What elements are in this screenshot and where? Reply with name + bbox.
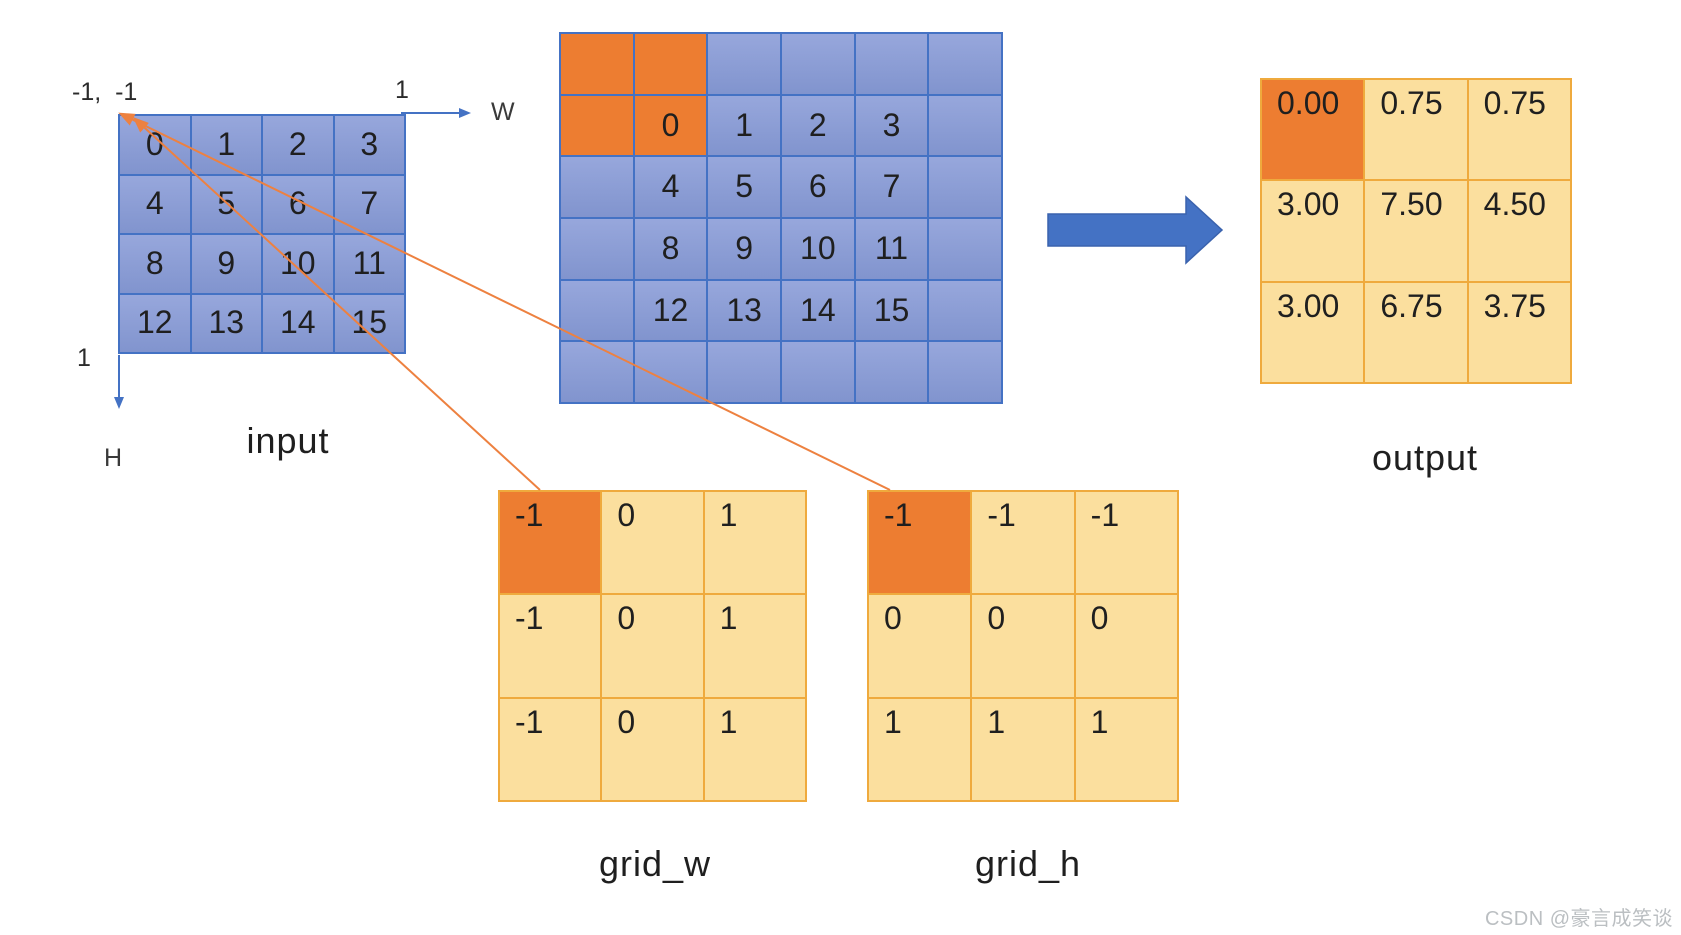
output-grid-cell: 7.50 [1364, 180, 1468, 282]
input-grid-cell: 3 [333, 115, 405, 175]
padded-grid-cell: 9 [707, 218, 781, 280]
input-grid-cell: 9 [190, 234, 262, 294]
axis-h-label: H [104, 444, 123, 472]
padded-grid-cell: 3 [854, 94, 929, 157]
padded-grid-cell [928, 94, 1002, 157]
padded-grid-cell [707, 33, 781, 95]
padded-grid-cell [780, 33, 855, 95]
padded-grid-cell [560, 341, 634, 403]
input-grid-cell: 6 [262, 174, 334, 234]
input-grid-cell: 7 [333, 174, 405, 234]
padded-grid-cell [633, 341, 708, 403]
grid-h-cell: -1 [1074, 491, 1178, 595]
padded-grid-cell: 14 [780, 279, 855, 342]
input-grid-cell: 0 [119, 115, 191, 175]
padded-grid-cell: 10 [780, 218, 855, 280]
input-grid-cell: 4 [119, 174, 191, 234]
padded-grid-cell [560, 94, 634, 157]
padded-grid-cell: 1 [707, 94, 781, 157]
padded-grid-cell: 12 [633, 279, 708, 342]
axis-w-max-label: 1 [395, 76, 409, 104]
padded-grid-cell [854, 33, 929, 95]
output-grid-cell: 3.75 [1467, 281, 1571, 383]
grid-h-label: grid_h [974, 843, 1082, 884]
grid-h-cell: 1 [868, 697, 972, 801]
input-grid-cell: 11 [333, 234, 405, 294]
grid-h-cell: 0 [868, 594, 972, 698]
input-grid-cell: 5 [190, 174, 262, 234]
padded-grid-cell: 8 [633, 218, 708, 280]
grid-h-cell: -1 [868, 491, 972, 595]
padded-grid-cell [928, 218, 1002, 280]
padded-grid-cell [707, 341, 781, 403]
output-label: output [1371, 437, 1479, 478]
output-grid-cell: 4.50 [1467, 180, 1571, 282]
padded-grid-cell [928, 341, 1002, 403]
axis-w-label: W [491, 98, 515, 126]
grid-w-cell: 0 [601, 491, 704, 595]
transform-arrow-icon [1047, 195, 1224, 265]
grid-w-cell: -1 [499, 491, 602, 595]
output-grid-cell: 0.00 [1261, 79, 1365, 181]
padded-grid-cell [560, 33, 634, 95]
grid-w-label: grid_w [598, 843, 712, 884]
grid-w-cell: -1 [499, 697, 602, 801]
input-grid-cell: 14 [262, 293, 334, 353]
padded-grid-cell [633, 33, 708, 95]
padded-grid-cell [560, 279, 634, 342]
axis-origin-label: -1, -1 [72, 78, 138, 106]
output-grid-cell: 3.00 [1261, 281, 1365, 383]
padded-grid-cell [928, 279, 1002, 342]
input-grid-cell: 8 [119, 234, 191, 294]
padded-grid-cell: 0 [633, 94, 708, 157]
grid-w-cell: 1 [703, 594, 806, 698]
input-grid-cell: 15 [333, 293, 405, 353]
padded-grid-cell [560, 218, 634, 280]
grid-w-cell: -1 [499, 594, 602, 698]
input-grid-cell: 13 [190, 293, 262, 353]
grid-h-cell: 1 [971, 697, 1075, 801]
input-grid-cell: 12 [119, 293, 191, 353]
input-grid-cell: 1 [190, 115, 262, 175]
grid-w-cell: 1 [703, 491, 806, 595]
padded-grid-cell [928, 33, 1002, 95]
output-grid-cell: 6.75 [1364, 281, 1468, 383]
padded-grid-cell: 6 [780, 156, 855, 218]
watermark: CSDN @豪言成笑谈 [1484, 908, 1673, 930]
padded-grid-cell: 7 [854, 156, 929, 218]
grid-h-cell: 0 [971, 594, 1075, 698]
padded-grid-cell [854, 341, 929, 403]
output-grid-cell: 0.75 [1364, 79, 1468, 181]
padded-grid-cell: 15 [854, 279, 929, 342]
grid-h-cell: 1 [1074, 697, 1178, 801]
input-grid-cell: 2 [262, 115, 334, 175]
padded-grid-cell [780, 341, 855, 403]
output-grid-cell: 3.00 [1261, 180, 1365, 282]
input-label: input [246, 420, 330, 461]
grid-w-cell: 1 [703, 697, 806, 801]
input-grid-cell: 10 [262, 234, 334, 294]
padded-grid-cell: 2 [780, 94, 855, 157]
padded-grid-cell [928, 156, 1002, 218]
padded-grid-cell: 11 [854, 218, 929, 280]
output-grid-cell: 0.75 [1467, 79, 1571, 181]
padded-grid-cell: 13 [707, 279, 781, 342]
grid-h-cell: -1 [971, 491, 1075, 595]
axis-h-max-label: 1 [77, 344, 91, 372]
grid-w-cell: 0 [601, 594, 704, 698]
padded-grid-cell [560, 156, 634, 218]
padded-grid-cell: 5 [707, 156, 781, 218]
padded-grid-cell: 4 [633, 156, 708, 218]
grid-h-cell: 0 [1074, 594, 1178, 698]
grid-w-cell: 0 [601, 697, 704, 801]
